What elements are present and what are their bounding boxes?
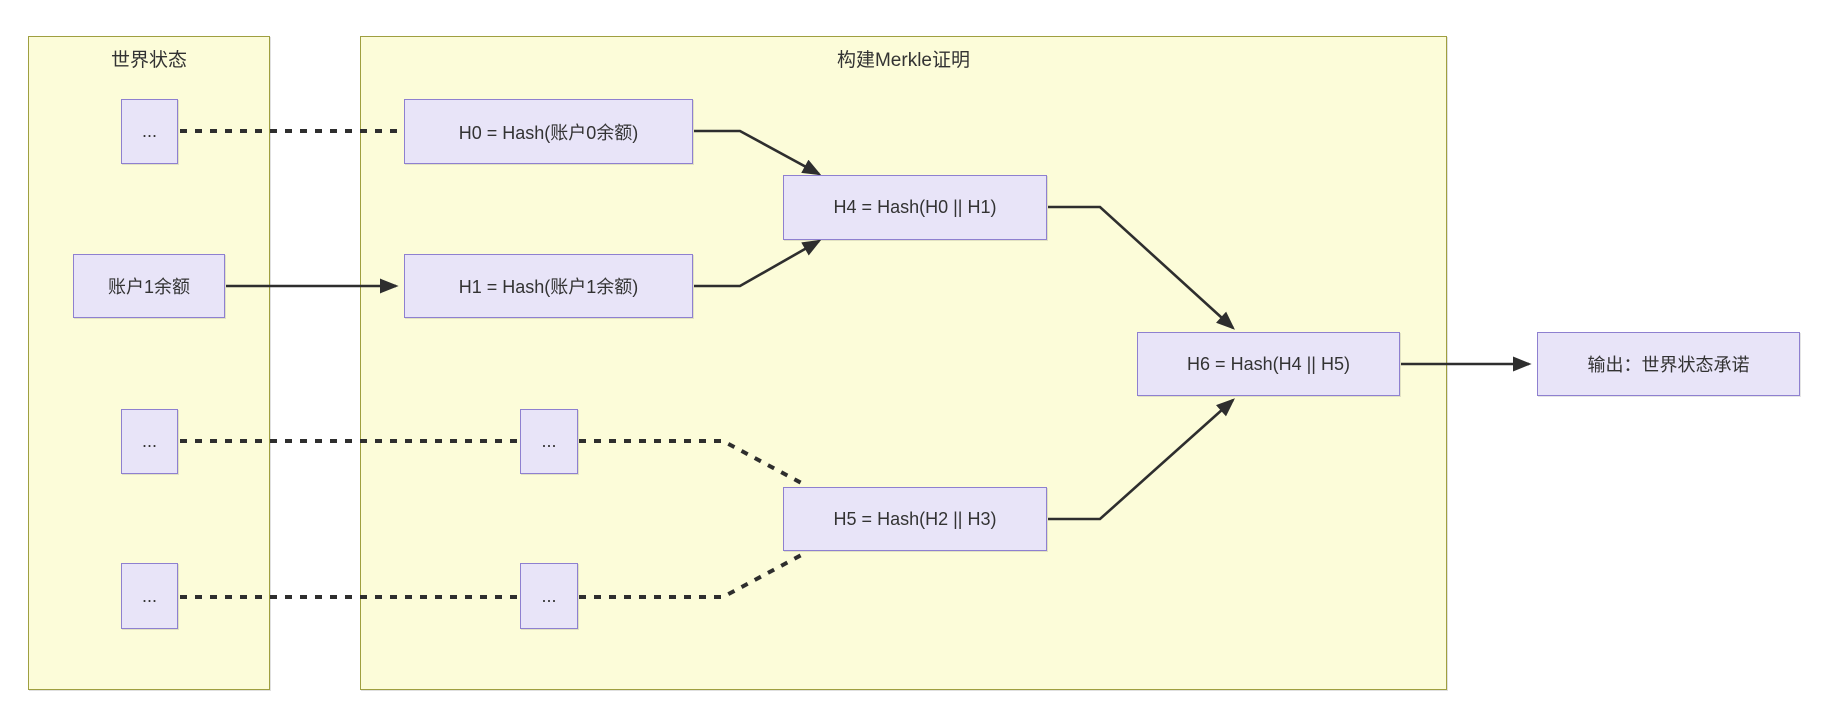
node-h3-ellipsis: ... <box>520 563 578 629</box>
node-account1-balance: 账户1余额 <box>73 254 225 318</box>
container-build-merkle-proof-title: 构建Merkle证明 <box>836 50 970 71</box>
node-h1: H1 = Hash(账户1余额) <box>404 254 693 318</box>
node-h6: H6 = Hash(H4 || H5) <box>1137 332 1400 396</box>
node-h0: H0 = Hash(账户0余额) <box>404 99 693 164</box>
node-h5: H5 = Hash(H2 || H3) <box>783 487 1047 551</box>
node-output-commitment: 输出：世界状态承诺 <box>1537 332 1800 396</box>
node-account3-ellipsis: ... <box>121 563 178 629</box>
container-world-state-title: 世界状态 <box>110 50 187 71</box>
node-account0-ellipsis: ... <box>121 99 178 164</box>
node-account2-ellipsis: ... <box>121 409 178 474</box>
node-h2-ellipsis: ... <box>520 409 578 474</box>
node-h4: H4 = Hash(H0 || H1) <box>783 175 1047 240</box>
